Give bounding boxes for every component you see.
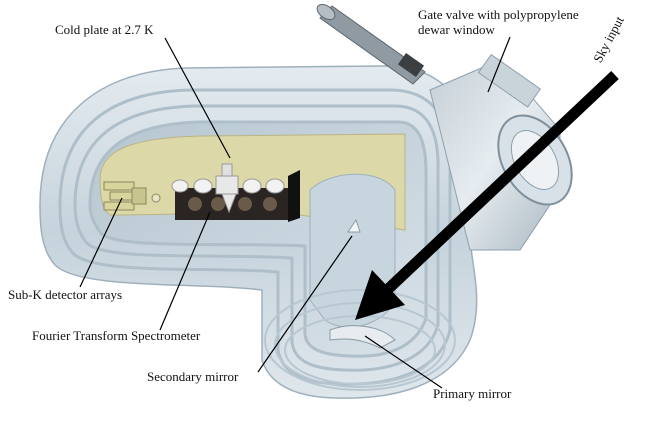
fts-box [171, 163, 300, 222]
lower-ring-2 [274, 302, 446, 388]
primary-mirror [329, 325, 396, 349]
secondary-mirror [347, 218, 361, 233]
label-fts: Fourier Transform Spectrometer [32, 328, 201, 343]
leader-sub-k [79, 197, 123, 288]
leader-secondary [257, 235, 353, 373]
lower-ring-1 [264, 289, 456, 391]
label-gate-valve-line1: Gate valve with polypropylene [418, 7, 579, 22]
shield-layer-2 [73, 104, 440, 372]
leader-primary [364, 335, 443, 389]
leader-gate-valve [487, 36, 511, 93]
label-primary-mirror: Primary mirror [433, 386, 512, 401]
label-sub-k-detectors: Sub-K detector arrays [8, 287, 123, 302]
sub-k-detectors [103, 181, 161, 211]
gate-valve-actuator [316, 3, 426, 85]
label-gate-valve-line2: dewar window [418, 22, 495, 37]
leader-cold-plate [164, 37, 231, 159]
leader-fts [159, 211, 211, 331]
label-secondary-mirror: Secondary mirror [147, 369, 239, 384]
label-cold-plate: Cold plate at 2.7 K [55, 22, 154, 37]
sky-input-arrow [355, 70, 619, 320]
